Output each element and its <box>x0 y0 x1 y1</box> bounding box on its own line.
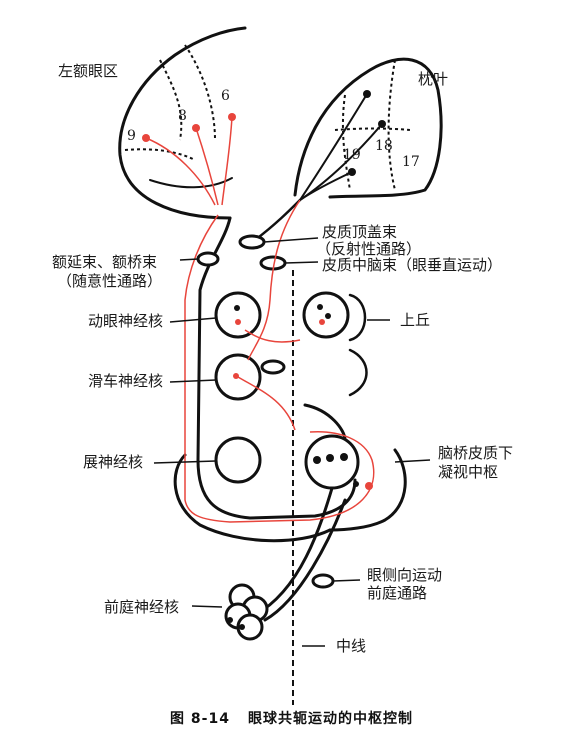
leader-vestibular-nucleus <box>191 605 223 608</box>
occipital-area-boundary-1 <box>341 94 351 191</box>
area-8-label: 8 <box>178 108 187 124</box>
leader-tectal <box>263 237 319 243</box>
pontine-gaze-center-label-1: 脑桥皮质下 <box>438 444 514 462</box>
trochlear-crossing <box>260 359 286 375</box>
frontal-area-boundary-2 <box>184 44 216 141</box>
figure-number: 图 8-14 <box>170 711 230 727</box>
occipital-area-boundary-2 <box>387 59 396 191</box>
frontal-lobe-outline <box>118 26 247 220</box>
oculomotor-left-dot <box>234 305 240 311</box>
cortical-tectal-tract-label: 皮质顶盖束 <box>322 223 398 241</box>
pontine-dot-1 <box>313 456 321 464</box>
area-17-label: 17 <box>402 154 420 170</box>
vestibular-dot-2 <box>239 624 245 630</box>
red-path-frontal-2 <box>195 127 219 206</box>
superior-colliculus-bracket-1 <box>348 293 367 342</box>
leader-oculomotor <box>169 317 217 323</box>
frontal-area-boundary-3 <box>124 148 196 161</box>
leader-pontine <box>394 459 431 463</box>
frontal-eye-field-label: 左额眼区 <box>58 62 119 80</box>
vestibular-nucleus-4 <box>236 613 264 641</box>
occipital-lobe-label: 枕叶 <box>418 70 449 88</box>
vestibular-pathway-label: 前庭通路 <box>367 584 428 602</box>
oculomotor-nucleus-left <box>214 291 262 339</box>
leader-midbrain <box>284 261 319 264</box>
area-17-ray <box>299 171 353 201</box>
pontine-gaze-center <box>304 434 360 490</box>
vestibular-pathway-2 <box>253 476 337 617</box>
cortical-midbrain-tract-label: 皮质中脑束（眼垂直运动） <box>322 256 503 274</box>
midline-label: 中线 <box>336 637 367 655</box>
trochlear-red-dot <box>233 373 239 379</box>
red-path-midbrain <box>247 199 301 361</box>
abducens-nucleus-label: 展神经核 <box>83 453 144 471</box>
area-6-label: 6 <box>221 88 230 104</box>
area-18-label: 18 <box>375 138 393 154</box>
oculomotor-nucleus-label: 动眼神经核 <box>88 312 164 330</box>
abducens-nucleus-left <box>214 436 262 484</box>
pontine-dot-2 <box>326 454 334 462</box>
leader-trochlear <box>169 379 217 383</box>
frontal-area-boundary-1 <box>159 59 183 141</box>
superior-colliculus-label: 上丘 <box>400 311 431 329</box>
vestibular-crossing <box>311 573 335 589</box>
occipital-descending-tract <box>253 198 302 242</box>
oculomotor-right-red-dot <box>319 319 325 325</box>
superior-colliculus-bracket-2 <box>348 348 368 397</box>
frontal-tracts-label: 额延束、额桥束 <box>52 253 158 271</box>
red-path-frontal-3 <box>221 116 233 206</box>
figure-title: 眼球共轭运动的中枢控制 <box>247 711 413 727</box>
leader-frontal-tracts <box>179 258 199 261</box>
figure-caption: 图 8-14 眼球共轭运动的中枢控制 <box>0 708 583 728</box>
trochlear-nucleus-label: 滑车神经核 <box>88 372 164 390</box>
pontine-dot-3 <box>340 453 348 461</box>
pontine-dot-4 <box>353 481 359 487</box>
reflexive-pathway-label: （反射性通路） <box>316 240 422 258</box>
occipital-area-boundary-3 <box>334 127 411 131</box>
red-path-cross <box>244 329 301 343</box>
area-9-dot <box>142 134 150 142</box>
oculomotor-left-red-dot <box>235 319 241 325</box>
frontal-tract-crossing <box>196 251 220 267</box>
vestibular-nucleus-label: 前庭神经核 <box>104 598 180 616</box>
red-path-descending <box>184 214 375 523</box>
vestibular-dot-1 <box>227 617 233 623</box>
oculomotor-right-dot-2 <box>325 313 331 319</box>
occipital-lobe-outline <box>293 57 443 199</box>
lateral-movement-label: 眼侧向运动 <box>367 566 443 584</box>
frontal-lobe-base <box>149 177 233 189</box>
abducens-loop <box>173 453 332 543</box>
red-path-trochlear <box>237 376 296 431</box>
area-8-dot <box>192 124 200 132</box>
pontine-outer <box>328 448 407 532</box>
oculomotor-right-dot-1 <box>317 304 323 310</box>
brainstem-right-outline <box>303 403 347 442</box>
area-19-label: 19 <box>343 147 361 163</box>
leader-abducens <box>153 460 217 464</box>
area-9-label: 9 <box>127 128 136 144</box>
pontine-red-dot <box>365 482 373 490</box>
voluntary-pathway-label: （随意性通路） <box>57 272 163 290</box>
area-6-dot <box>228 113 236 121</box>
tectal-tract-crossing <box>238 234 266 250</box>
leader-vestibular-pathway <box>332 579 361 582</box>
red-path-frontal-1 <box>145 137 216 206</box>
pontine-gaze-center-label-2: 凝视中枢 <box>438 463 499 481</box>
area-19-ray <box>299 93 368 201</box>
